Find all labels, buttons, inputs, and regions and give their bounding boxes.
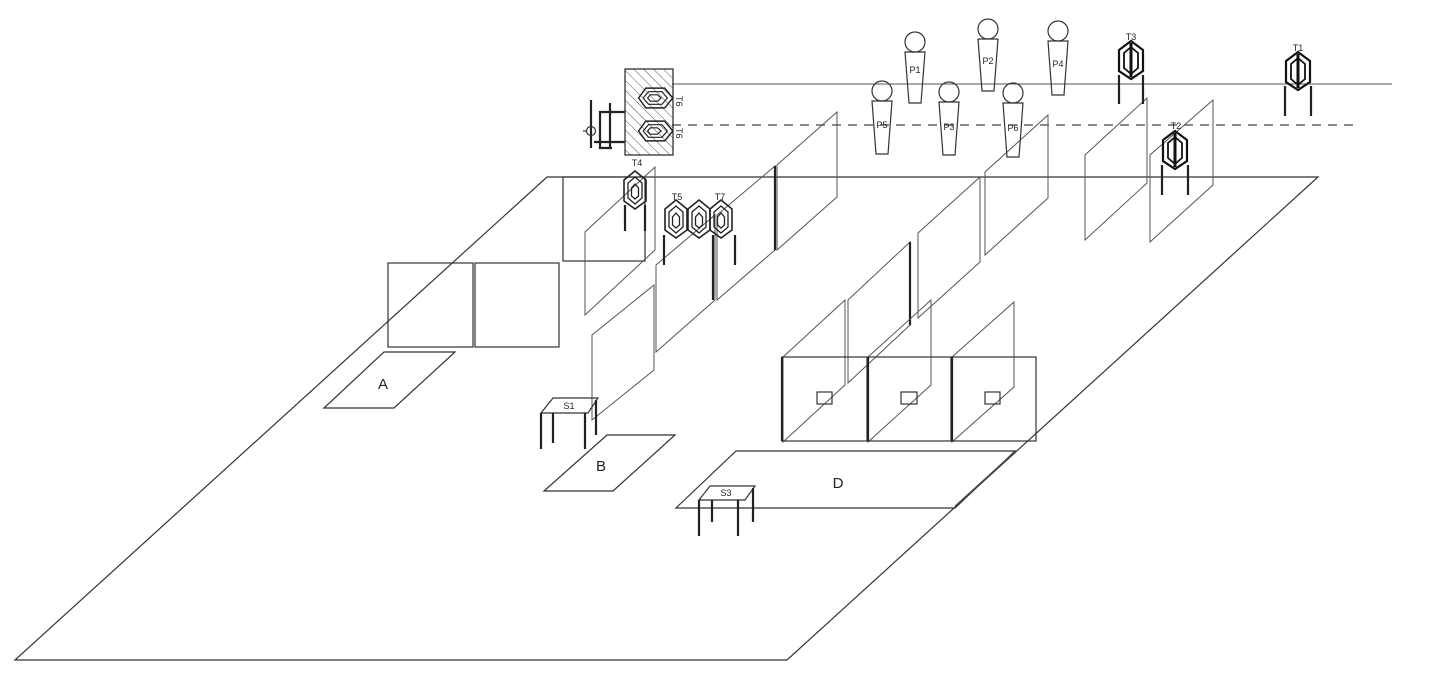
zone-a-label: A	[378, 376, 388, 393]
popper-p3: P3	[938, 81, 960, 156]
popper-p2-label: P2	[982, 56, 993, 66]
station-s1-table: S1	[539, 397, 600, 449]
popper-p6: P6	[1002, 82, 1024, 158]
target-t4: T4	[623, 158, 647, 231]
station-s3-label: S3	[720, 488, 731, 498]
zone-d-box	[674, 450, 1017, 509]
port-2	[900, 391, 918, 405]
target-t6-box: T6 T6	[583, 68, 684, 156]
popper-p4: P4	[1047, 20, 1069, 96]
port-wall-back-2	[867, 298, 932, 444]
zone-a-box	[322, 351, 457, 409]
target-t3: T3	[1117, 32, 1145, 104]
port-3	[984, 391, 1001, 405]
wall-left-seg-5	[776, 110, 838, 252]
wall-right-seg-3	[984, 113, 1049, 257]
target-t6-label-b: T6	[674, 128, 684, 139]
port-wall-2	[867, 356, 952, 442]
wall-panel-right	[474, 262, 560, 348]
popper-p1: P1	[904, 31, 926, 104]
popper-p5: P5	[871, 80, 893, 155]
range-floor	[13, 176, 1320, 661]
wall-left-seg-3	[655, 213, 716, 354]
station-s1-label: S1	[563, 401, 574, 411]
target-t2-label: T2	[1171, 121, 1182, 131]
target-t6-label-a: T6	[674, 96, 684, 107]
zone-b-box	[542, 434, 677, 492]
wall-panel-left	[387, 262, 474, 348]
target-t1-label: T1	[1293, 43, 1304, 53]
target-t7-label: T7	[715, 192, 726, 202]
popper-p5-label: P5	[876, 120, 887, 130]
target-t2: T2	[1160, 121, 1190, 195]
port-wall-back-1	[782, 298, 846, 444]
port-wall-3	[951, 356, 1037, 442]
zone-d-label: D	[833, 475, 844, 492]
target-t5-t7-cluster: T5 T7	[662, 192, 737, 300]
zone-b-label: B	[596, 458, 606, 475]
port-wall-1	[781, 356, 868, 442]
station-s3-table: S3	[697, 485, 757, 536]
popper-p6-label: P6	[1007, 123, 1018, 133]
port-wall-back-3	[951, 300, 1015, 444]
wall-left-seg-4	[716, 164, 776, 302]
popper-p1-label: P1	[909, 65, 920, 75]
target-t1: T1	[1283, 43, 1313, 116]
wall-right-seg-4	[1084, 96, 1148, 242]
target-t3-label: T3	[1126, 32, 1137, 42]
wall-right-seg-1	[847, 240, 911, 385]
t4-frame	[562, 176, 646, 262]
popper-p3-label: P3	[943, 122, 954, 132]
zone-d-edge	[954, 455, 1011, 507]
wall-right-seg-5	[1149, 98, 1214, 244]
wall-left-seg-2	[591, 283, 655, 422]
popper-p2: P2	[977, 18, 999, 92]
wall-right-seg-2	[917, 175, 981, 320]
target-t5-label: T5	[672, 192, 683, 202]
popper-p4-label: P4	[1052, 59, 1063, 69]
port-1	[816, 391, 833, 405]
target-t4-label: T4	[632, 158, 643, 168]
